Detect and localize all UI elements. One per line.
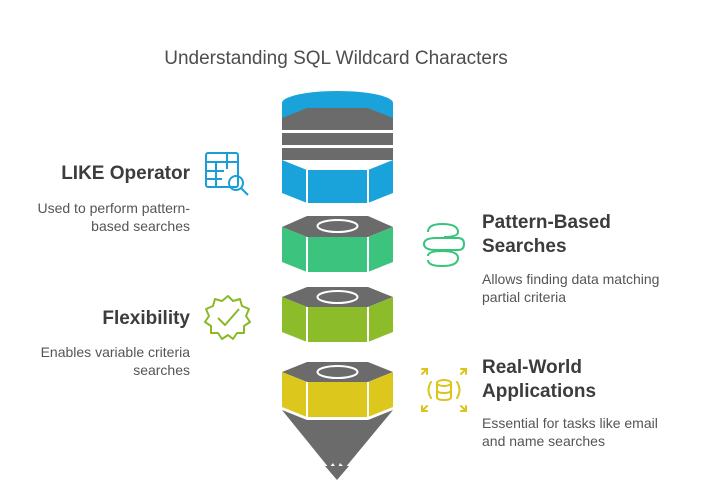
pattern-based-description: Allows finding data matching partial cri…	[482, 271, 660, 305]
pattern-based-heading: Pattern-Based Searches	[482, 212, 611, 257]
real-world-description: Essential for tasks like email and name …	[482, 415, 658, 449]
yellow-segment	[282, 362, 393, 417]
real-world-heading: Real-World Applications	[482, 357, 597, 402]
blue-segment	[282, 91, 393, 203]
olive-segment	[282, 287, 393, 342]
check-badge-icon	[204, 295, 251, 340]
flexibility-description: Enables variable criteria searches	[40, 344, 190, 378]
pencil-tip	[282, 410, 393, 470]
like-operator-description: Used to perform pattern- based searches	[37, 200, 190, 234]
green-segment	[282, 216, 393, 272]
database-expand-icon	[421, 368, 467, 412]
layers-icon	[422, 222, 466, 268]
like-operator-heading: LIKE Operator	[61, 163, 190, 184]
flexibility-heading: Flexibility	[102, 308, 190, 329]
diagram-title: Understanding SQL Wildcard Characters	[164, 48, 508, 69]
table-search-icon	[205, 152, 249, 196]
